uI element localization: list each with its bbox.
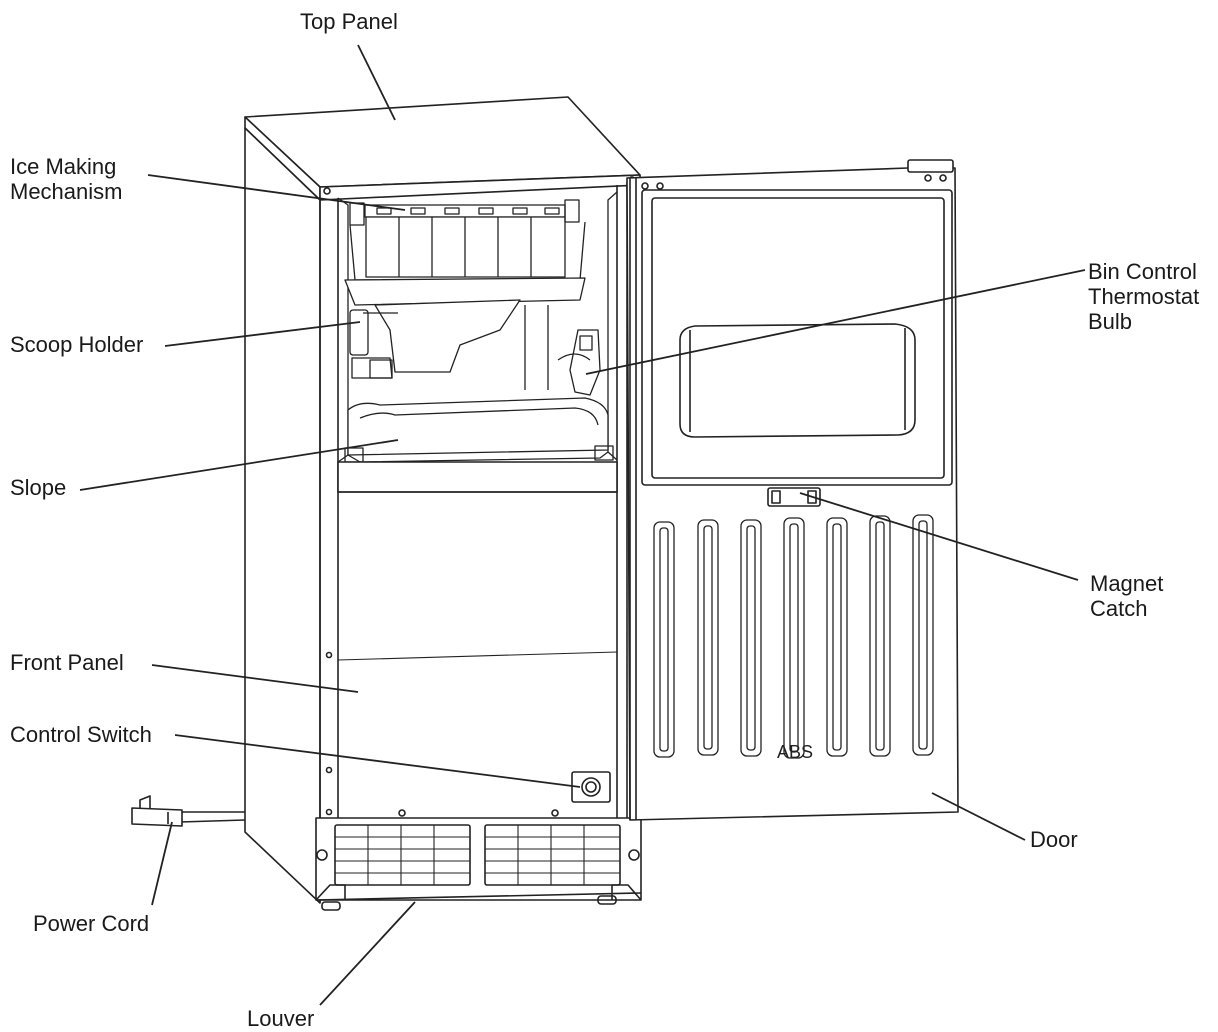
- ice-bin-interior: [337, 191, 618, 463]
- power-cord: [131, 795, 246, 827]
- label-slope: Slope: [10, 475, 67, 500]
- label-top-panel: Top Panel: [300, 9, 398, 34]
- louver: [315, 809, 642, 911]
- label-front-panel: Front Panel: [10, 650, 124, 675]
- label-ice-making-mechanism: Ice Making Mechanism: [10, 154, 123, 204]
- slope: [344, 397, 614, 463]
- cabinet: [244, 96, 642, 911]
- control-switch: [571, 771, 611, 803]
- label-bin-control-thermostat-bulb: Bin Control Thermostat Bulb: [1088, 259, 1200, 334]
- bin-control-thermostat-bulb: [557, 329, 601, 396]
- leader-lines: [79, 44, 1086, 1006]
- door: [626, 159, 959, 821]
- door-marking: ABS: [777, 742, 813, 762]
- magnet-catch: [767, 487, 821, 507]
- label-magnet-catch: Magnet Catch: [1090, 571, 1164, 621]
- door-window: [641, 189, 953, 486]
- label-door: Door: [1030, 827, 1078, 852]
- left-side-panel: [244, 127, 321, 904]
- label-control-switch: Control Switch: [10, 722, 152, 747]
- label-louver: Louver: [247, 1006, 315, 1031]
- label-power-cord: Power Cord: [33, 911, 150, 936]
- label-scoop-holder: Scoop Holder: [10, 332, 144, 357]
- scoop-holder: [349, 309, 398, 379]
- door-vents: [653, 514, 934, 759]
- ice-making-mechanism: [349, 199, 586, 281]
- front-panel: [337, 461, 618, 661]
